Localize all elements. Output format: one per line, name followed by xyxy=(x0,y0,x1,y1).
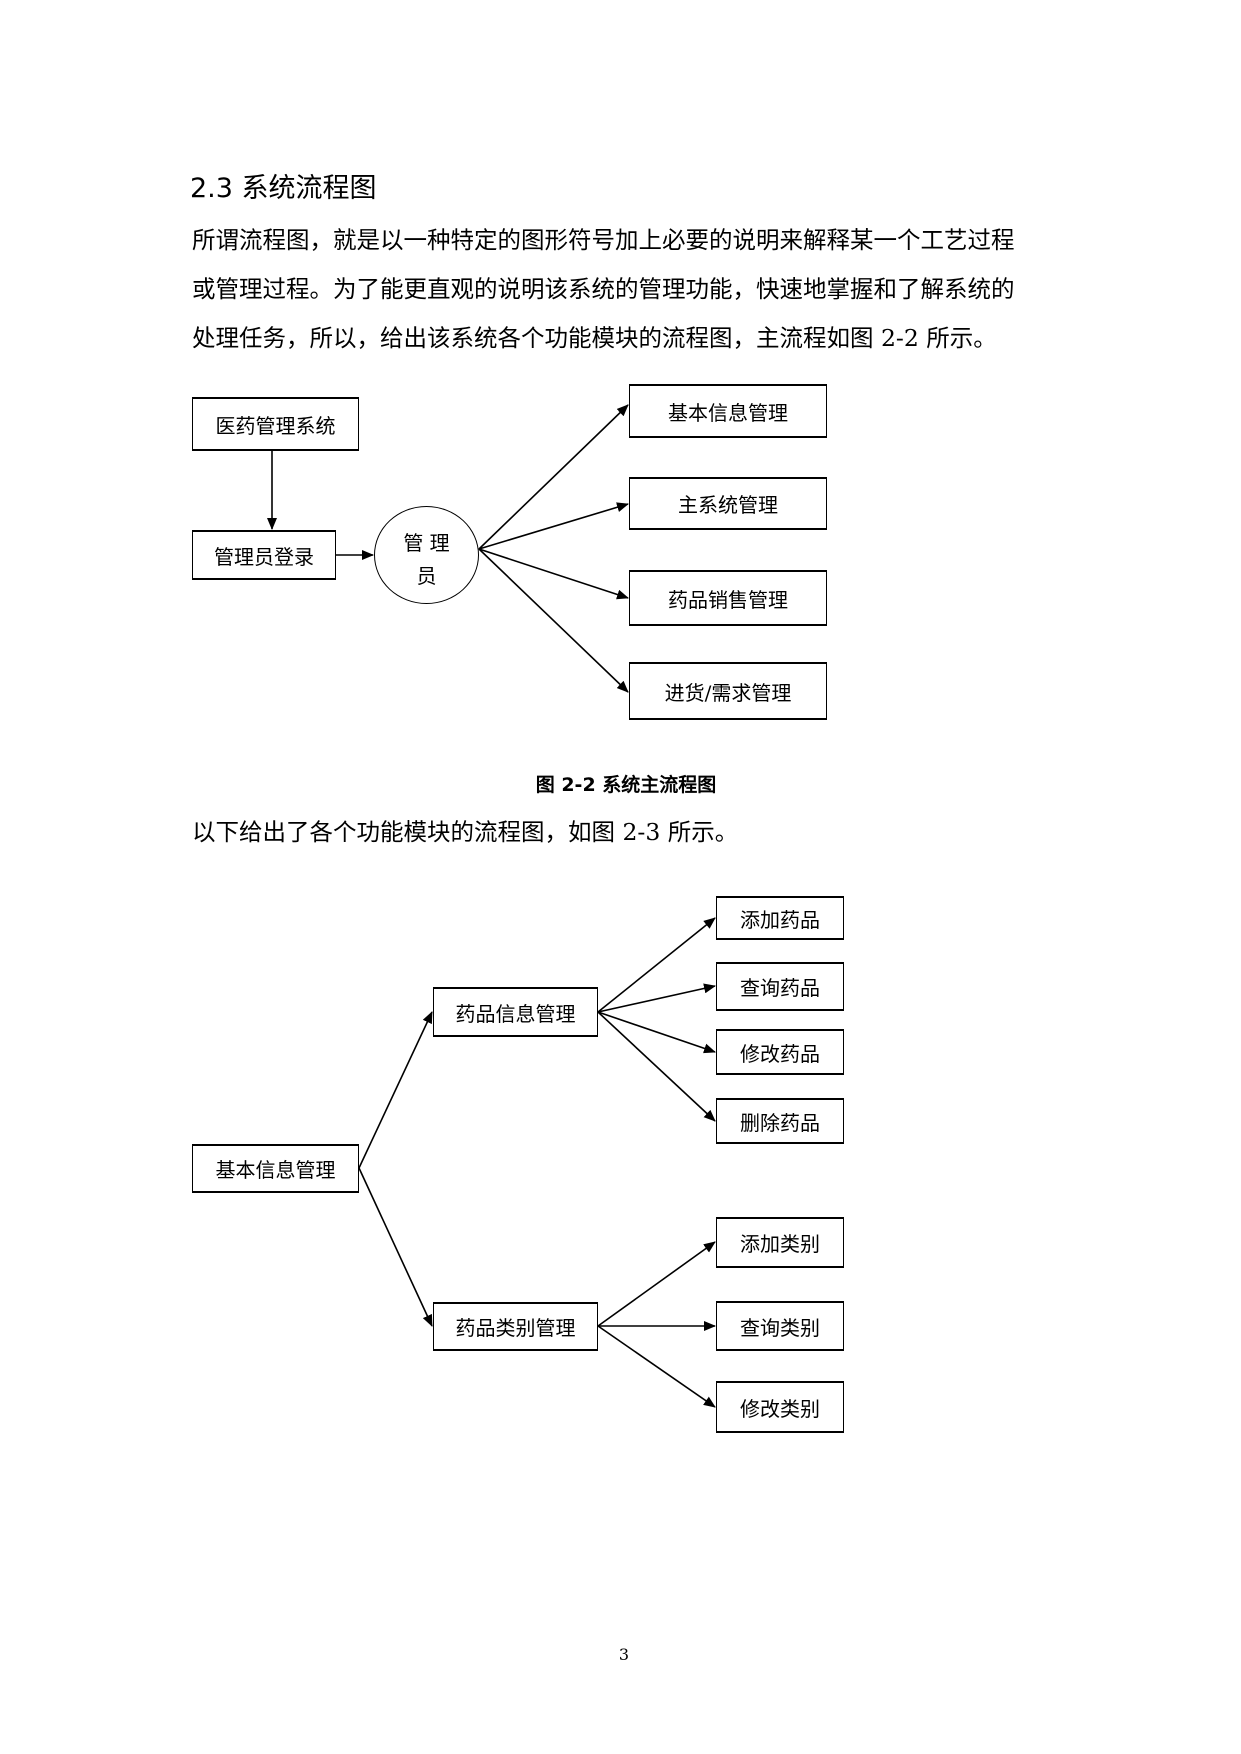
figure-caption: 图 2-2 系统主流程图 xyxy=(535,774,717,796)
admin-label: 管 理 xyxy=(403,531,450,555)
arrow-root-to-drug-info xyxy=(358,1011,433,1169)
arrow-child xyxy=(597,1325,716,1408)
module-box: 基本信息管理 xyxy=(629,384,827,438)
admin-label: 员 xyxy=(416,564,437,588)
child-box: 删除药品 xyxy=(716,1098,844,1144)
module-box: 药品销售管理 xyxy=(629,570,827,626)
arrow-child xyxy=(597,1011,716,1122)
paragraph-line: 处理任务，所以，给出该系统各个功能模块的流程图，主流程如图 2-2 所示。 xyxy=(192,324,997,352)
child-box: 查询类别 xyxy=(716,1301,844,1351)
module-box: 进货/需求管理 xyxy=(629,662,827,720)
module-box: 主系统管理 xyxy=(629,477,827,530)
arrow-child xyxy=(597,1011,716,1054)
section-heading: 2.3 系统流程图 xyxy=(190,173,377,204)
arrow-root-to-drug-category xyxy=(358,1167,433,1327)
admin-circle: 管 理 员 xyxy=(374,506,479,604)
arrow-child xyxy=(597,1241,716,1327)
child-box: 修改类别 xyxy=(716,1381,844,1433)
drug-category-box: 药品类别管理 xyxy=(433,1302,598,1351)
root-box: 基本信息管理 xyxy=(192,1144,359,1193)
paragraph-line: 或管理过程。为了能更直观的说明该系统的管理功能，快速地掌握和了解系统的 xyxy=(192,275,1015,303)
arrow-admin-to-module xyxy=(478,502,629,550)
arrow-admin-to-module xyxy=(478,404,629,550)
arrow-child xyxy=(597,983,716,1013)
paragraph: 以下给出了各个功能模块的流程图，如图 2-3 所示。 xyxy=(192,818,739,846)
child-box: 查询药品 xyxy=(716,962,844,1011)
child-box: 修改药品 xyxy=(716,1029,844,1075)
arrow-child xyxy=(597,917,716,1013)
arrow-admin-to-module xyxy=(478,548,629,693)
system-box: 医药管理系统 xyxy=(192,397,359,451)
arrow-admin-to-module xyxy=(478,548,629,600)
page-number: 3 xyxy=(618,1645,630,1664)
paragraph-line: 所谓流程图，就是以一种特定的图形符号加上必要的说明来解释某一个工艺过程 xyxy=(192,226,1015,254)
child-box: 添加类别 xyxy=(716,1217,844,1268)
child-box: 添加药品 xyxy=(716,896,844,940)
drug-info-box: 药品信息管理 xyxy=(433,987,598,1037)
login-box: 管理员登录 xyxy=(192,530,336,580)
